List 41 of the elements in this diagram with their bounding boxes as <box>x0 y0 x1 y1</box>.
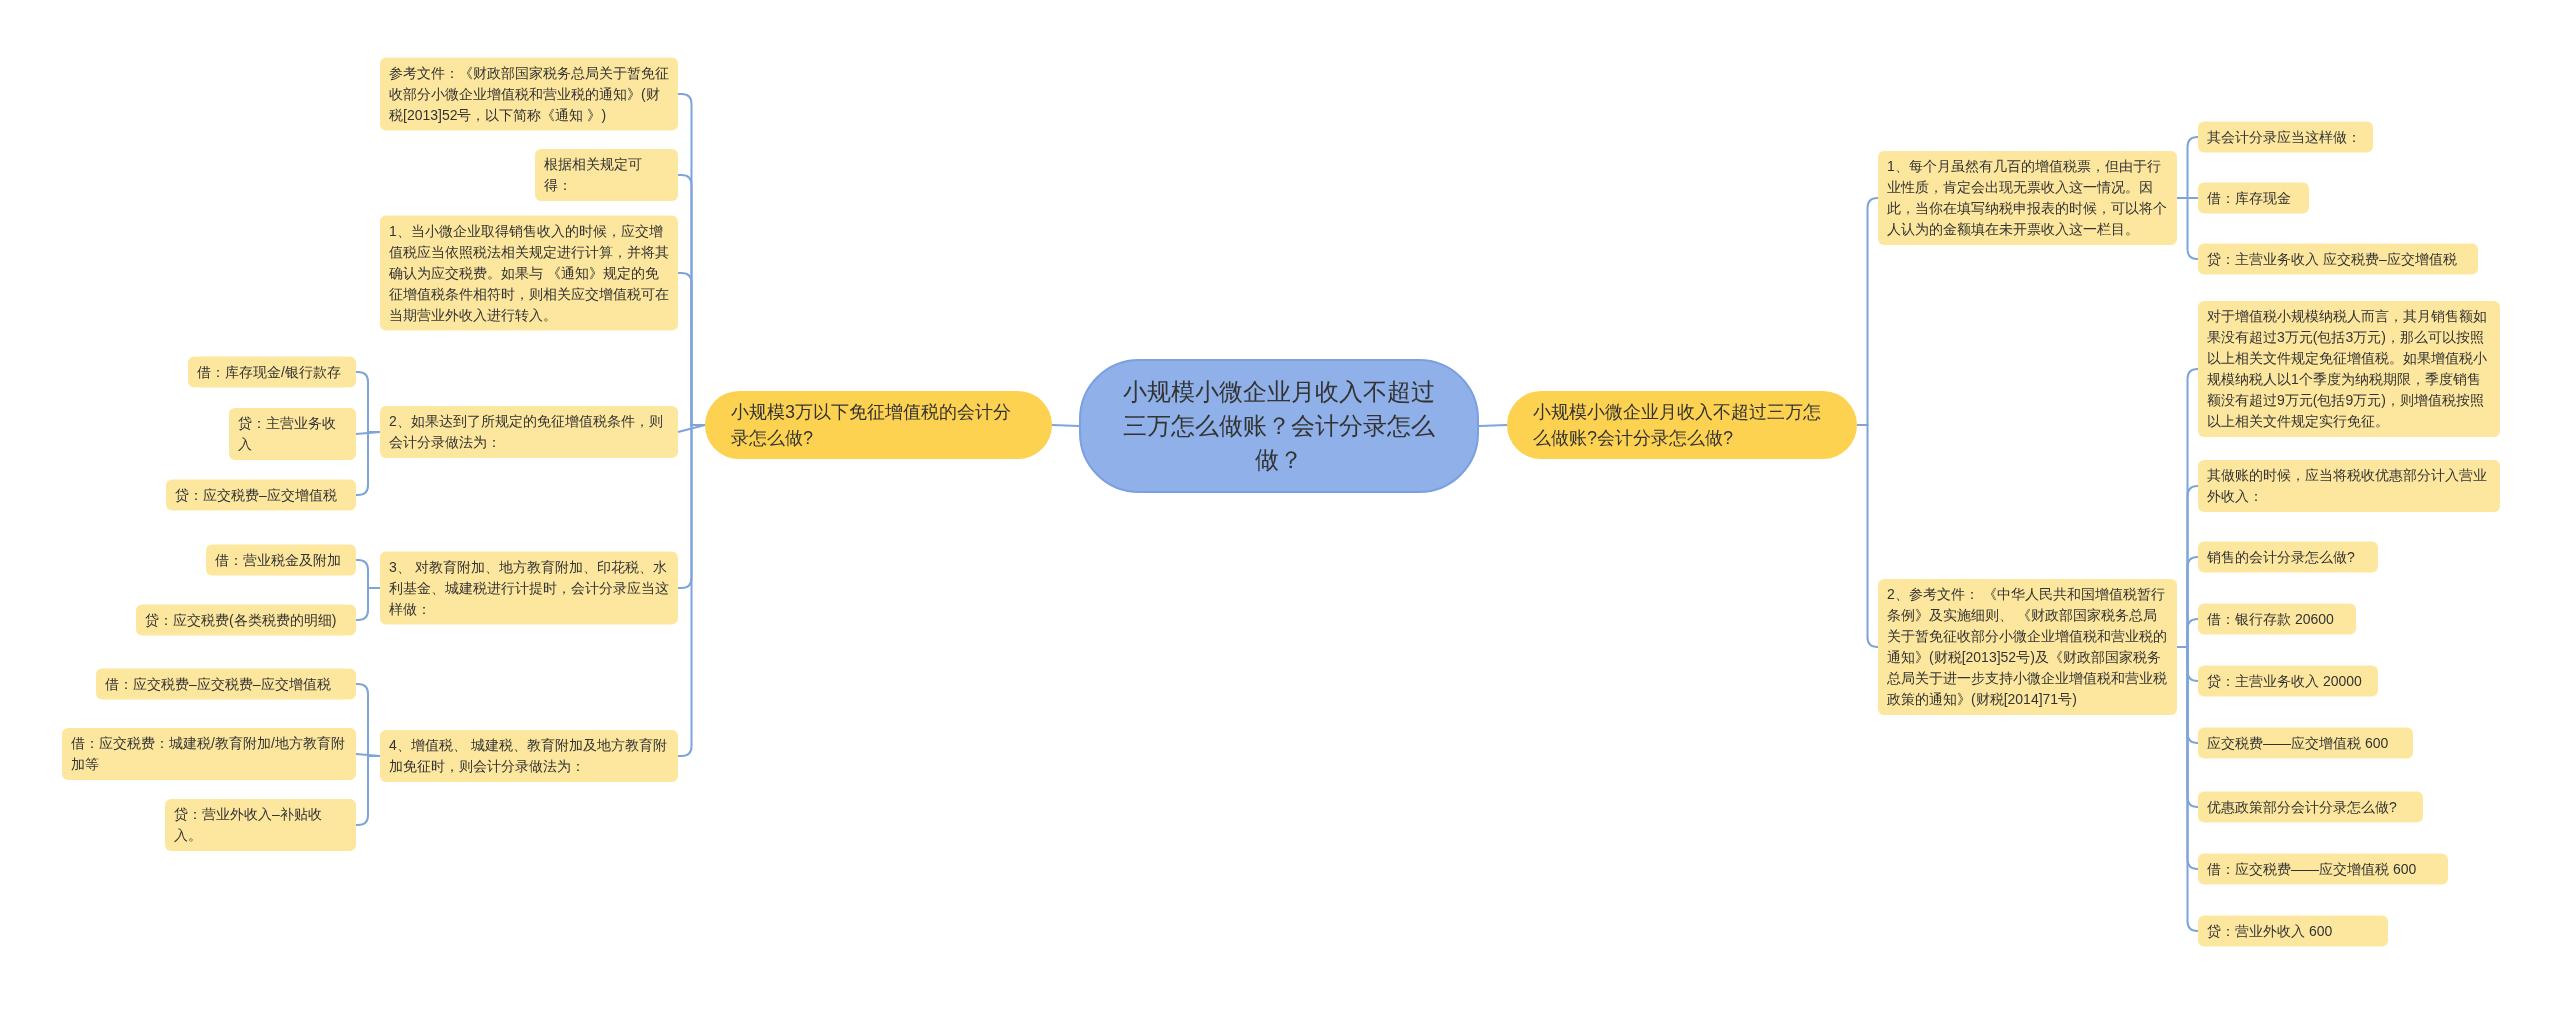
connector-line <box>355 587 381 621</box>
note-box: 应交税费——应交增值税 600 <box>2198 727 2413 759</box>
connector-line <box>1478 424 1508 427</box>
branch-bubble: 小规模小微企业月收入不超过三万怎么做账?会计分录怎么做? <box>1507 391 1857 459</box>
note-box: 优惠政策部分会计分录怎么做? <box>2198 791 2423 823</box>
topic-bubble: 小规模小微企业月收入不超过三万怎么做账？会计分录怎么做？ <box>1079 359 1479 493</box>
note-box: 贷：应交税费–应交增值税 <box>166 479 356 511</box>
note-box: 借：应交税费–应交税费–应交增值税 <box>96 668 356 700</box>
note-box: 借：营业税金及附加 <box>206 544 356 576</box>
connector-line <box>355 431 381 496</box>
note-box: 借：库存现金 <box>2198 182 2309 214</box>
note-box: 2、参考文件： 《中华人民共和国增值税暂行条例》及实施细则、 《财政部国家税务总局关于暂免征收部分小微企业增值税和营业税的通知》(财税[2013]52号)及《财政部国家税务总局关于进一步支持小微企业增值税和营业税政策的通知》(财税[2014]71号) <box>1878 579 2177 715</box>
note-box: 其会计分录应当这样做： <box>2198 121 2373 153</box>
connector-line <box>1856 424 1879 648</box>
note-box: 1、当小微企业取得销售收入的时候，应交增值税应当依照税法相关规定进行计算，并将其确认为应交税费。如果与 《通知》规定的免征增值税条件相符时，则相关应交增值税可在当期营业外收入进行转入。 <box>380 215 678 331</box>
connector-line <box>677 424 706 757</box>
note-box: 参考文件：《财政部国家税务总局关于暂免征收部分小微企业增值税和营业税的通知》(财税[2013]52号，以下简称《通知 》) <box>380 57 678 131</box>
note-box: 根据相关规定可得： <box>535 149 678 201</box>
note-box: 贷：主营业务收入 20000 <box>2198 665 2378 697</box>
connector-line <box>2176 197 2199 260</box>
note-box: 贷：主营业务收入 应交税费–应交增值税 <box>2198 243 2478 275</box>
note-box: 4、增值税、 城建税、教育附加及地方教育附加免征时，则会计分录做法为： <box>380 730 678 782</box>
note-box: 贷：应交税费(各类税费的明细) <box>136 604 356 636</box>
connector-line <box>1051 424 1080 427</box>
note-box: 贷：营业外收入–补贴收入。 <box>165 799 356 851</box>
branch-bubble: 小规模3万以下免征增值税的会计分录怎么做? <box>705 391 1052 459</box>
connector-line <box>677 424 706 433</box>
note-box: 2、如果达到了所规定的免征增值税条件，则会计分录做法为： <box>380 406 678 458</box>
connector-line <box>2176 646 2199 932</box>
note-box: 借：应交税费：城建税/教育附加/地方教育附加等 <box>62 728 356 780</box>
note-box: 1、每个月虽然有几百的增值税票，但由于行业性质，肯定会出现无票收入这一情况。因此，当你在填写纳税申报表的时候，可以将个人认为的金额填在未开票收入这一栏目。 <box>1878 151 2177 245</box>
note-box: 销售的会计分录怎么做? <box>2198 541 2378 573</box>
note-box: 借：应交税费——应交增值税 600 <box>2198 853 2448 885</box>
note-box: 3、 对教育附加、地方教育附加、印花税、水利基金、城建税进行计提时，会计分录应当这样做： <box>380 551 678 625</box>
note-box: 贷：营业外收入 600 <box>2198 915 2388 947</box>
note-box: 其做账的时候，应当将税收优惠部分计入营业外收入： <box>2198 460 2500 512</box>
connector-line <box>355 755 381 826</box>
note-box: 对于增值税小规模纳税人而言，其月销售额如果没有超过3万元(包括3万元)，那么可以按照以上相关文件规定免征增值税。如果增值税小规模纳税人以1个季度为纳税期限，季度销售额没有超过9万元(包括9万元)，则增值税按照以上相关文件规定实行免征。 <box>2198 301 2500 437</box>
note-box: 贷：主营业务收入 <box>229 408 356 460</box>
note-box: 借：库存现金/银行款存 <box>188 356 356 388</box>
note-box: 借：银行存款 20600 <box>2198 603 2356 635</box>
